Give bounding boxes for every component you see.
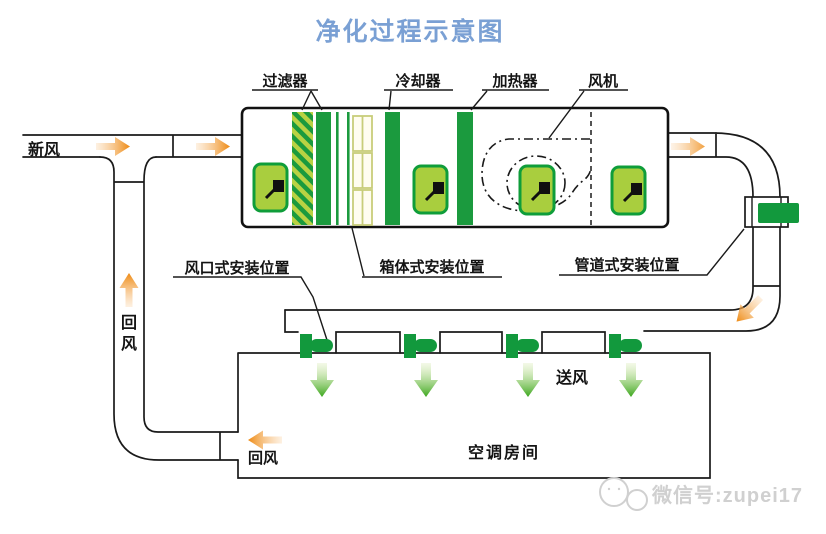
- leader-lines: [173, 89, 745, 341]
- fresh-air-arrow-1-icon: [96, 137, 130, 156]
- diffuser-3: [506, 334, 539, 358]
- supply-arrow-3-icon: [516, 363, 540, 397]
- supply-air-label: 送风: [556, 370, 589, 387]
- cooler-label: 冷却器: [395, 73, 441, 90]
- return-air-up-arrow-icon: [119, 273, 139, 307]
- supply-arrow-2-icon: [414, 363, 438, 397]
- separator-line-2: [347, 112, 350, 225]
- purifier-units: [252, 162, 647, 216]
- supply-downbend-arrow-icon: [736, 295, 764, 322]
- purifier-unit-1: [252, 162, 289, 213]
- purifier-unit-3: [518, 164, 556, 216]
- leader-filter: [252, 89, 323, 111]
- diffuser-1: [300, 334, 333, 358]
- diffuser-2: [404, 334, 437, 358]
- supply-plenum: [284, 309, 606, 354]
- return-air-riser-label: 回风: [118, 314, 135, 356]
- diagram-title: 净化过程示意图: [315, 18, 505, 46]
- filter-band-solid: [316, 112, 331, 225]
- supply-diffusers: [300, 334, 642, 358]
- duct-purifier-green: [758, 203, 799, 223]
- purifier-unit-2: [412, 164, 449, 215]
- fan-label: 风机: [587, 73, 618, 90]
- ahu-internals: [252, 112, 647, 226]
- install-outlet-label: 风口式安装位置: [184, 260, 290, 277]
- supply-arrow-4-icon: [619, 363, 643, 397]
- leader-heater: [470, 89, 549, 111]
- leader-cooler: [384, 89, 453, 111]
- install-box-label: 箱体式安装位置: [379, 259, 485, 276]
- heater-label: 加热器: [492, 73, 538, 90]
- separator-line-1: [336, 112, 339, 225]
- return-air-riser: [99, 156, 239, 461]
- duct-mounted-unit: [744, 196, 799, 228]
- filter-band-hatched: [292, 112, 313, 225]
- fresh-air-arrow-2-icon: [196, 137, 230, 156]
- fresh-air-label: 新风: [28, 142, 61, 159]
- supply-arrow-1-icon: [310, 363, 334, 397]
- coil-section: [352, 115, 373, 226]
- cooler-band: [385, 112, 400, 225]
- watermark-text: 微信号:zupei17: [652, 485, 804, 507]
- purifier-unit-4: [610, 165, 647, 216]
- leader-install-duct: [559, 228, 745, 276]
- duct-network: [22, 132, 781, 479]
- ahu-outlet-arrow-icon: [671, 137, 705, 156]
- install-duct-label: 管道式安装位置: [574, 257, 680, 274]
- leader-fan: [548, 89, 628, 139]
- heater-band: [457, 112, 473, 225]
- purifier-flag-icon: [433, 182, 444, 194]
- leader-install-box: [351, 227, 502, 278]
- wechat-icon: [599, 477, 648, 511]
- room-return-air-label: 回风: [248, 450, 279, 467]
- purifier-flag-icon: [273, 180, 284, 192]
- purifier-flag-icon: [631, 183, 642, 195]
- room-return-arrow-icon: [248, 430, 282, 450]
- airflow-arrows: [96, 137, 764, 450]
- supply-riser-duct: [284, 132, 781, 332]
- leader-install-outlet: [173, 276, 328, 341]
- room-label: 空调房间: [468, 445, 541, 462]
- fresh-air-duct: [22, 134, 243, 158]
- room-box: [237, 352, 711, 479]
- diffuser-4: [609, 334, 642, 358]
- filter-label: 过滤器: [262, 73, 308, 90]
- purifier-flag-icon: [539, 182, 550, 194]
